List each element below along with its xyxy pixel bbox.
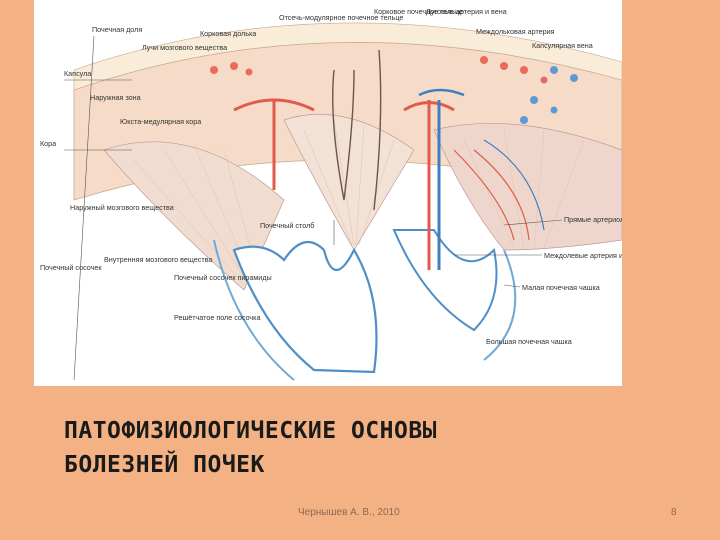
label-major-calyx: Большая почечная чашка xyxy=(486,337,572,346)
label-arcuate-vessels: Дуговые артерия и вена xyxy=(426,7,507,16)
page-number: 8 xyxy=(671,507,677,518)
slide-title: ПАТОФИЗИОЛОГИЧЕСКИЕ ОСНОВЫ БОЛЕЗНЕЙ ПОЧЕ… xyxy=(64,414,664,482)
leader-lines xyxy=(64,35,563,381)
label-medulla-outer: Наружный мозгового вещества xyxy=(70,203,174,212)
nephron-loop xyxy=(332,69,355,201)
label-inner-medulla: Внутренняя мозгового вещества xyxy=(104,255,212,264)
veins xyxy=(418,88,545,270)
label-straight-vessels: Прямые артериолы xyxy=(564,215,622,224)
slide-title-line1: ПАТОФИЗИОЛОГИЧЕСКИЕ ОСНОВЫ xyxy=(64,418,438,444)
label-cortical-lobule: Корковая долька xyxy=(200,29,256,38)
footer-author: Чернышев А. В., 2010 xyxy=(298,507,400,518)
label-capsule-vessel: Капсулярная вена xyxy=(532,41,593,50)
glomeruli xyxy=(210,56,548,84)
kidney-anatomy-figure: Почечная доля Корковая долька Отсечь-мод… xyxy=(34,0,622,386)
collecting-duct xyxy=(373,49,382,211)
label-cortex: Кора xyxy=(40,139,56,148)
label-cortical-corpuscle: Корковое почечное тельце xyxy=(374,7,463,16)
calyx-outer xyxy=(213,239,517,381)
capsule-line xyxy=(73,22,622,91)
slide-title-line2: БОЛЕЗНЕЙ ПОЧЕК xyxy=(64,452,265,478)
kidney-diagram: Почечная доля Корковая долька Отсечь-мод… xyxy=(40,7,622,381)
label-medullary-rays: Лучи мозгового вещества xyxy=(142,43,227,52)
label-pyramid: Почечный сосочек пирамиды xyxy=(174,273,272,282)
figure-labels: Почечная доля Корковая долька Отсечь-мод… xyxy=(40,7,622,346)
label-renal-column: Почечный столб xyxy=(260,221,314,230)
calyx-outline-right xyxy=(392,229,498,332)
label-papilla: Почечный сосочек xyxy=(40,263,102,272)
label-renal-lobe: Почечная доля xyxy=(92,25,142,34)
label-interlobular-artery: Междольковая артерия xyxy=(476,27,555,36)
label-cribriform: Решётчатое поле сосочка xyxy=(174,313,260,322)
label-outer-zone: Наружная зона xyxy=(90,93,141,102)
label-juxtamedullary: Юкста-медулярная кора xyxy=(120,117,201,126)
arteries xyxy=(233,98,530,270)
venous-network xyxy=(520,66,578,124)
label-minor-calyx: Малая почечная чашка xyxy=(522,283,600,292)
calyx-outline xyxy=(232,240,378,374)
label-interlobar: Междолевые артерия и вена xyxy=(544,251,622,260)
pyramid-right xyxy=(433,123,622,251)
label-convoluted: Отсечь-модулярное почечное тельце xyxy=(279,13,403,22)
label-capsule: Капсула xyxy=(64,69,91,78)
